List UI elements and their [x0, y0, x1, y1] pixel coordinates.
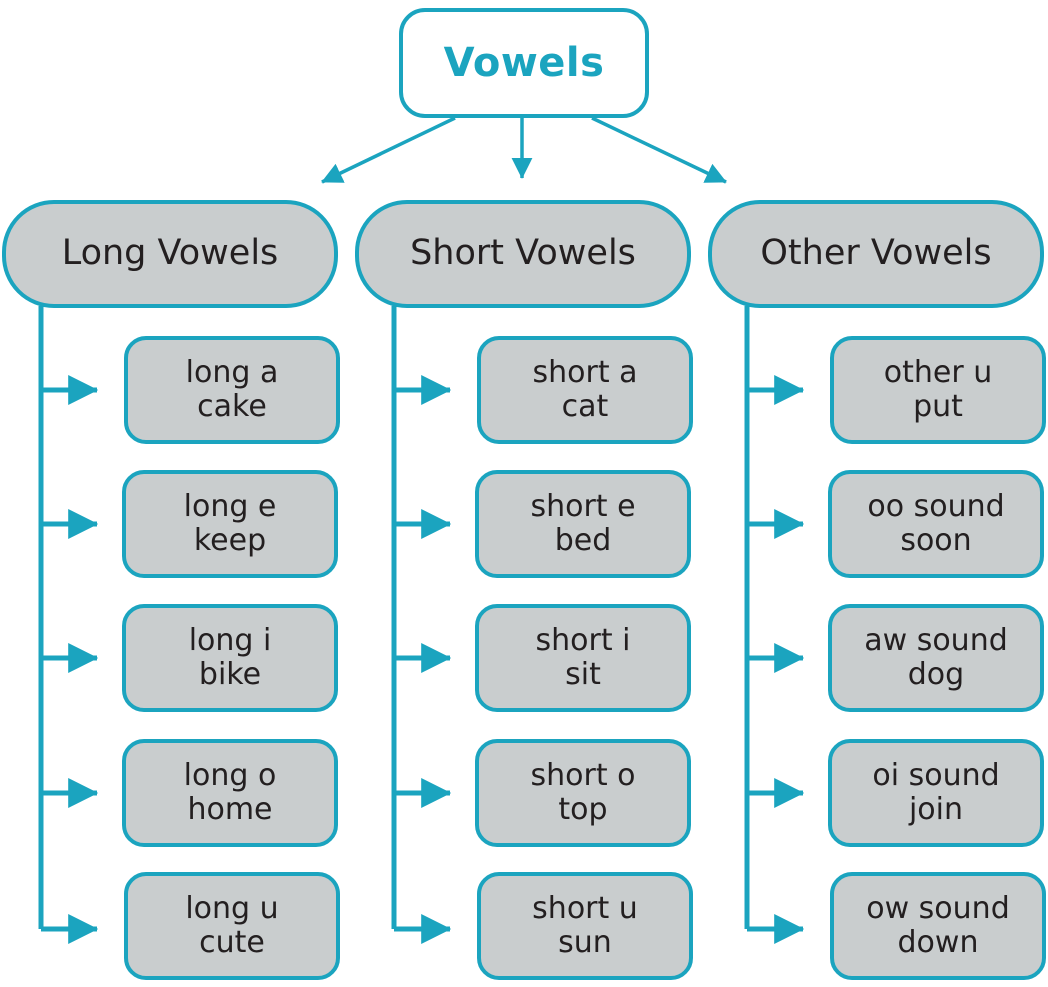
leaf-long-i[interactable]: long i bike — [122, 604, 338, 712]
node-category-label: Short Vowels — [410, 233, 636, 274]
leaf-oo-sound[interactable]: oo sound soon — [828, 470, 1044, 578]
leaf-line-2: keep — [193, 523, 267, 558]
node-category-label: Long Vowels — [61, 233, 279, 274]
leaf-line-1: short i — [535, 623, 631, 659]
leaf-text: aw sound dog — [858, 624, 1014, 691]
leaf-short-i[interactable]: short i sit — [475, 604, 691, 712]
leaf-line-1: short e — [530, 489, 636, 525]
leaf-short-e[interactable]: short e bed — [475, 470, 691, 578]
node-root-vowels[interactable]: Vowels — [399, 8, 649, 118]
leaf-line-2: bike — [198, 657, 262, 692]
leaf-text: long a cake — [180, 356, 285, 423]
leaf-text: short u sun — [526, 892, 644, 959]
leaf-text: short e bed — [524, 490, 641, 557]
leaf-text: long u cute — [179, 892, 284, 959]
leaf-line-1: long i — [188, 623, 272, 659]
node-category-short-vowels[interactable]: Short Vowels — [355, 200, 691, 308]
leaf-line-2: sit — [565, 657, 601, 692]
leaf-text: long e keep — [178, 490, 283, 557]
connector-root-to-other — [591, 116, 727, 184]
leaf-line-2: dog — [907, 657, 965, 692]
leaf-line-1: oi sound — [872, 758, 1000, 794]
leaf-line-1: ow sound — [866, 891, 1010, 927]
leaf-ow-sound[interactable]: ow sound down — [830, 872, 1046, 980]
leaf-long-a[interactable]: long a cake — [124, 336, 340, 444]
leaf-text: short i sit — [530, 624, 637, 691]
leaf-line-1: short u — [532, 891, 638, 927]
leaf-line-2: cat — [561, 389, 609, 424]
node-category-label: Other Vowels — [760, 233, 992, 274]
leaf-line-1: long o — [183, 758, 277, 794]
leaf-line-1: short o — [530, 758, 636, 794]
leaf-long-o[interactable]: long o home — [122, 739, 338, 847]
leaf-line-1: long u — [185, 891, 279, 927]
leaf-long-e[interactable]: long e keep — [122, 470, 338, 578]
node-root-label: Vowels — [443, 39, 605, 86]
leaf-text: long o home — [178, 759, 283, 826]
leaf-text: other u put — [878, 356, 998, 423]
leaf-short-o[interactable]: short o top — [475, 739, 691, 847]
leaf-line-2: down — [897, 925, 979, 960]
node-category-other-vowels[interactable]: Other Vowels — [708, 200, 1044, 308]
leaf-line-1: short a — [532, 355, 638, 391]
leaf-text: long i bike — [183, 624, 278, 691]
leaf-line-1: long a — [185, 355, 279, 391]
leaf-line-1: aw sound — [864, 623, 1008, 659]
leaf-line-2: soon — [900, 523, 972, 558]
leaf-line-2: top — [558, 792, 608, 827]
leaf-line-1: other u — [883, 355, 993, 391]
leaf-line-2: sun — [558, 925, 612, 960]
leaf-other-u[interactable]: other u put — [830, 336, 1046, 444]
connector-root-to-long — [321, 116, 456, 184]
leaf-short-u[interactable]: short u sun — [477, 872, 693, 980]
leaf-text: oo sound soon — [861, 490, 1010, 557]
leaf-line-2: cake — [197, 389, 267, 424]
leaf-line-2: cute — [199, 925, 265, 960]
node-category-long-vowels[interactable]: Long Vowels — [2, 200, 338, 308]
leaf-line-2: bed — [554, 523, 612, 558]
leaf-text: ow sound down — [860, 892, 1015, 959]
leaf-line-2: put — [913, 389, 963, 424]
leaf-text: oi sound join — [866, 759, 1005, 826]
leaf-short-a[interactable]: short a cat — [477, 336, 693, 444]
leaf-oi-sound[interactable]: oi sound join — [828, 739, 1044, 847]
leaf-line-2: home — [187, 792, 273, 827]
leaf-line-1: oo sound — [867, 489, 1005, 525]
leaf-text: short a cat — [526, 356, 643, 423]
leaf-text: short o top — [525, 759, 642, 826]
leaf-line-1: long e — [183, 489, 277, 525]
leaf-long-u[interactable]: long u cute — [124, 872, 340, 980]
leaf-aw-sound[interactable]: aw sound dog — [828, 604, 1044, 712]
leaf-line-2: join — [908, 792, 964, 827]
